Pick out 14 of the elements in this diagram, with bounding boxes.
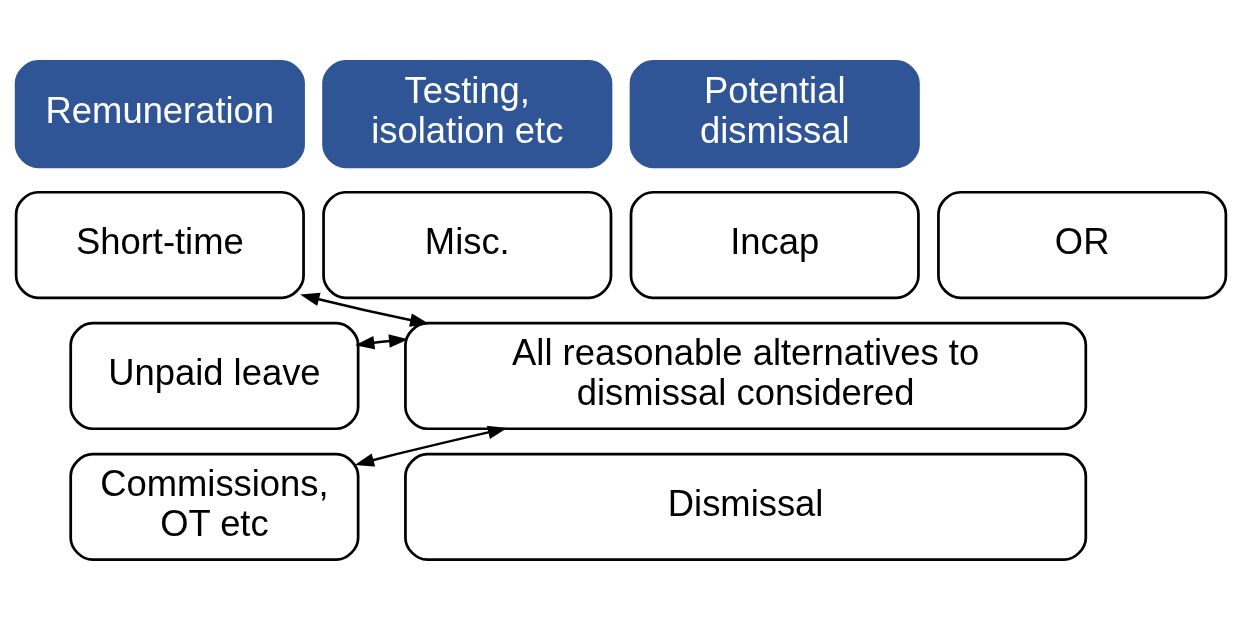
node-box: Commissions, OT etc (69, 452, 360, 561)
arrow (355, 333, 409, 349)
node-box: Potential dismissal (629, 59, 920, 168)
node-box: All reasonable alternatives to dismissal considered (404, 321, 1088, 430)
node-box: Misc. (322, 190, 613, 299)
node-box: Testing, isolation etc (322, 59, 613, 168)
node-box: Remuneration (14, 59, 305, 168)
arrow (300, 292, 430, 327)
arrow (354, 425, 508, 467)
node-box: Dismissal (404, 452, 1088, 561)
node-box: Unpaid leave (69, 321, 360, 430)
node-box: OR (937, 190, 1228, 299)
node-box: Short-time (14, 190, 305, 299)
node-box: Incap (629, 190, 920, 299)
